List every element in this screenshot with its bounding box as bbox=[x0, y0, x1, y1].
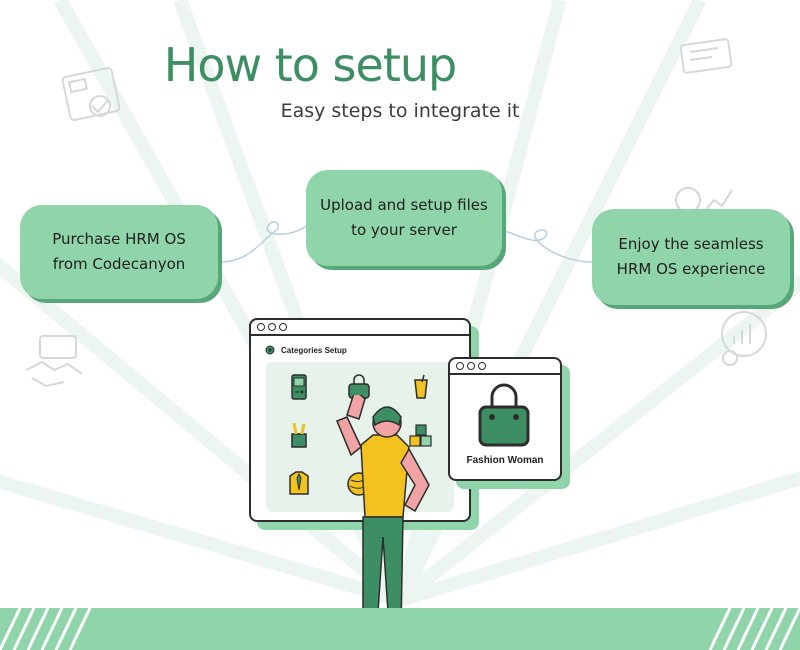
handshake-doodle-icon bbox=[25, 335, 83, 388]
ticket-doodle-icon bbox=[679, 38, 733, 74]
window-header: Categories Setup bbox=[251, 336, 469, 355]
juice-icon[interactable] bbox=[406, 372, 436, 402]
window-dot-icon bbox=[268, 323, 276, 331]
game-console-icon[interactable] bbox=[284, 372, 314, 402]
ground-stripes-left bbox=[0, 608, 92, 650]
shirt-tie-icon[interactable] bbox=[284, 468, 314, 498]
page-subtitle: Easy steps to integrate it bbox=[280, 100, 520, 122]
window-dot-icon bbox=[467, 362, 475, 370]
handbag-icon bbox=[478, 383, 530, 447]
step-1-line-1: Purchase HRM OS bbox=[52, 230, 186, 248]
step-card-purchase: Purchase HRM OS from Codecanyon bbox=[20, 205, 218, 299]
art-supplies-icon[interactable] bbox=[284, 420, 314, 450]
toy-blocks-icon[interactable] bbox=[406, 420, 436, 450]
step-card-upload: Upload and setup files to your server bbox=[306, 170, 502, 266]
page-title: How to setup bbox=[163, 38, 457, 92]
window-dot-icon bbox=[257, 323, 265, 331]
window-title-bar bbox=[251, 320, 469, 336]
step-2-line-1: Upload and setup files bbox=[320, 196, 488, 214]
selected-category-label: Fashion Woman bbox=[466, 455, 544, 466]
calculator-doodle-icon bbox=[61, 67, 121, 121]
coin-chart-doodle-icon bbox=[721, 311, 767, 366]
step-2-line-2: to your server bbox=[351, 221, 457, 239]
ground-stripes-right bbox=[708, 608, 800, 650]
ground-band bbox=[0, 608, 800, 650]
step-3-line-1: Enjoy the seamless bbox=[618, 235, 764, 253]
step-card-enjoy: Enjoy the seamless HRM OS experience bbox=[592, 209, 790, 305]
window-dot-icon bbox=[478, 362, 486, 370]
step-1-line-2: from Codecanyon bbox=[52, 255, 186, 273]
gear-icon bbox=[265, 345, 275, 355]
window-dot-icon bbox=[279, 323, 287, 331]
step-3-line-2: HRM OS experience bbox=[616, 260, 766, 278]
selected-category-window: Fashion Woman bbox=[448, 357, 562, 481]
window-title-bar bbox=[450, 359, 560, 375]
window-dot-icon bbox=[456, 362, 464, 370]
person-illustration bbox=[336, 395, 430, 639]
window-header-title: Categories Setup bbox=[281, 345, 347, 355]
